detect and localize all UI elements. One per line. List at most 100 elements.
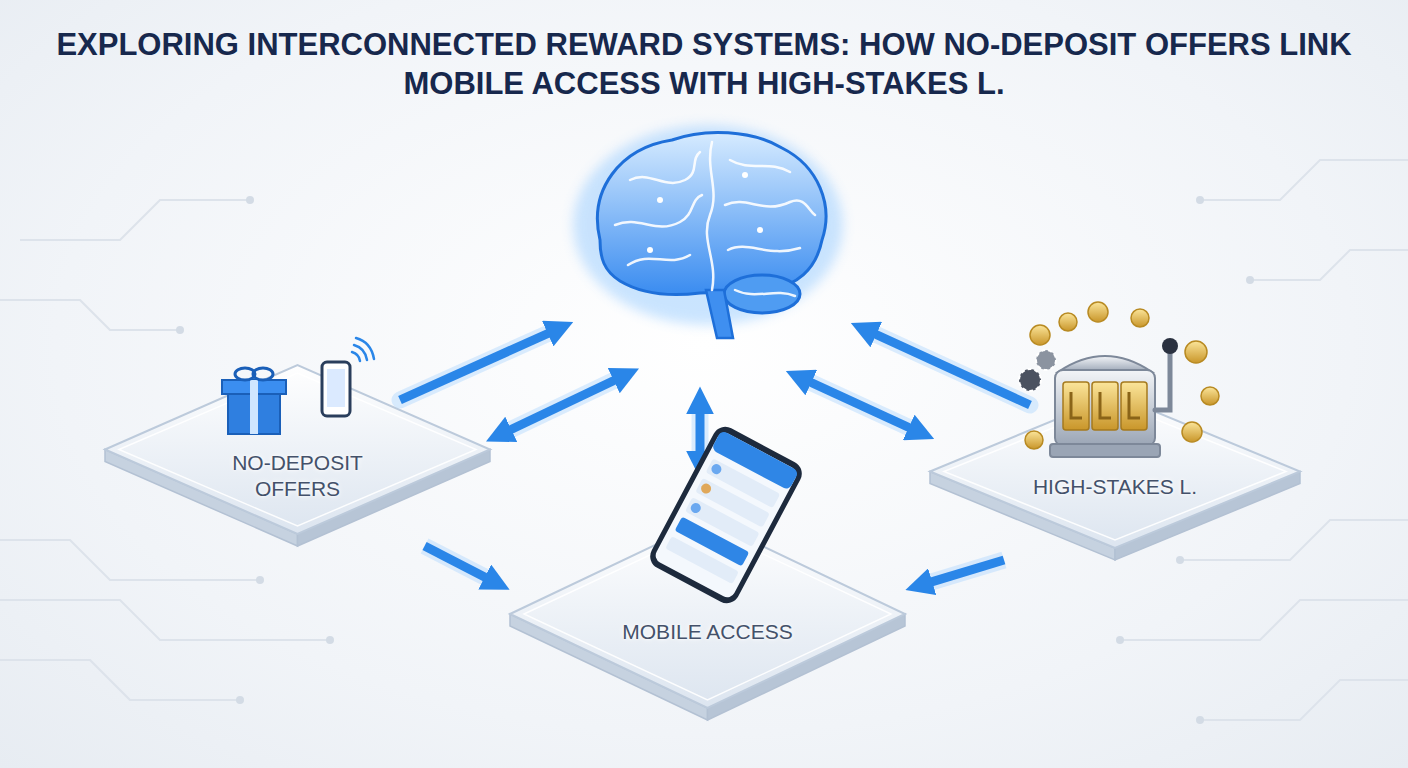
gift-ribbon xyxy=(250,380,258,434)
connector-arrow xyxy=(425,546,486,578)
brain-fold xyxy=(730,160,790,172)
brain-nodes xyxy=(647,172,763,253)
circuit-line xyxy=(0,600,330,640)
screen-row xyxy=(665,536,739,584)
gold-coin xyxy=(1131,309,1149,327)
circuit-dot xyxy=(1246,276,1254,284)
brain-fold xyxy=(615,195,702,227)
smartphone-frame xyxy=(646,422,807,608)
circuit-line xyxy=(20,200,250,240)
platform-top xyxy=(510,520,905,708)
circuit-dot xyxy=(1176,556,1184,564)
row-avatar xyxy=(699,482,713,496)
gold-coin xyxy=(1025,431,1043,449)
connector-arrow xyxy=(931,560,1004,582)
circuit-dot xyxy=(256,576,264,584)
flow-arrow xyxy=(696,413,705,452)
arrow-glow xyxy=(510,380,615,430)
wifi-wave xyxy=(352,352,360,361)
gold-coin xyxy=(1185,341,1207,363)
brain-fold xyxy=(628,255,690,265)
connector-glow xyxy=(931,560,1004,582)
platform-shape xyxy=(510,520,905,720)
gift-icon xyxy=(222,368,286,434)
arrow-glow xyxy=(810,382,910,428)
gold-coins xyxy=(1025,302,1219,449)
brain-node xyxy=(647,247,653,253)
smartphone-screen xyxy=(653,430,799,600)
arrow-glow xyxy=(875,334,1030,405)
machine-reel xyxy=(1121,382,1147,430)
platform-node: NO-DEPOSIT OFFERS xyxy=(105,365,490,546)
connector-line xyxy=(425,546,486,578)
machine-base xyxy=(1050,444,1160,457)
gold-coin xyxy=(1059,313,1077,331)
platform-highlight xyxy=(944,403,1286,540)
brain-fold xyxy=(630,152,700,183)
circuit-line xyxy=(1200,680,1408,720)
reel-symbols xyxy=(1071,392,1140,418)
gold-coin xyxy=(1201,387,1219,405)
platform-top xyxy=(930,395,1300,548)
slot-machine xyxy=(1019,302,1219,457)
flow-arrow xyxy=(510,380,615,430)
brain-fold xyxy=(735,290,795,296)
casino-chip xyxy=(1036,350,1056,370)
screen-rows xyxy=(665,458,780,584)
platform-label: NO-DEPOSIT OFFERS xyxy=(213,450,383,500)
brain-stem xyxy=(706,290,733,338)
circuit-dot xyxy=(236,696,244,704)
node-body: MOBILE ACCESS xyxy=(510,520,905,720)
wifi-wave xyxy=(354,345,367,360)
circuit-dot xyxy=(1116,636,1124,644)
circuit-dot xyxy=(176,326,184,334)
circuit-line xyxy=(0,660,240,700)
machine-reel xyxy=(1092,382,1118,430)
wifi-waves xyxy=(352,338,374,361)
circuit-line xyxy=(1180,520,1408,560)
gift-bow xyxy=(253,368,273,380)
flow-arrow xyxy=(875,334,1030,405)
wifi-wave xyxy=(356,338,374,359)
flow-arrow xyxy=(810,382,910,428)
connector-line xyxy=(931,560,1004,582)
platform-highlight xyxy=(524,528,891,700)
gold-coin xyxy=(1182,422,1202,442)
platform-node: HIGH-STAKES L. xyxy=(930,395,1300,560)
brain-fold xyxy=(728,247,800,251)
circuit-dot xyxy=(246,196,254,204)
machine-lever xyxy=(1155,352,1170,410)
brain-node xyxy=(757,227,763,233)
gold-coin xyxy=(1088,302,1108,322)
brain-cerebrum xyxy=(597,132,825,294)
node-body: HIGH-STAKES L. xyxy=(930,395,1300,560)
row-avatar xyxy=(689,501,703,515)
platform-label: HIGH-STAKES L. xyxy=(1033,474,1197,499)
circuit-line xyxy=(0,300,180,330)
circuit-line xyxy=(0,540,260,580)
flow-arrow xyxy=(400,333,549,400)
row-avatar xyxy=(710,462,724,476)
circuit-line xyxy=(1250,250,1408,280)
casino-chips xyxy=(1019,350,1056,391)
smartphone-illustration xyxy=(646,422,807,608)
machine-body xyxy=(1055,370,1155,446)
phone-icon xyxy=(322,338,374,416)
platform-top xyxy=(105,365,490,534)
brain-folds xyxy=(615,142,815,296)
brain-node xyxy=(742,172,748,178)
node-body: NO-DEPOSIT OFFERS xyxy=(105,365,490,546)
brain-node xyxy=(657,197,663,203)
casino-chip xyxy=(1019,369,1041,391)
circuit-dot xyxy=(326,636,334,644)
machine-reel xyxy=(1063,382,1089,430)
circuit-dot xyxy=(1196,716,1204,724)
platform-highlight xyxy=(119,373,476,526)
brain-illustration xyxy=(573,125,843,338)
platform-node: MOBILE ACCESS xyxy=(510,520,905,720)
arrow-glow xyxy=(692,413,709,452)
